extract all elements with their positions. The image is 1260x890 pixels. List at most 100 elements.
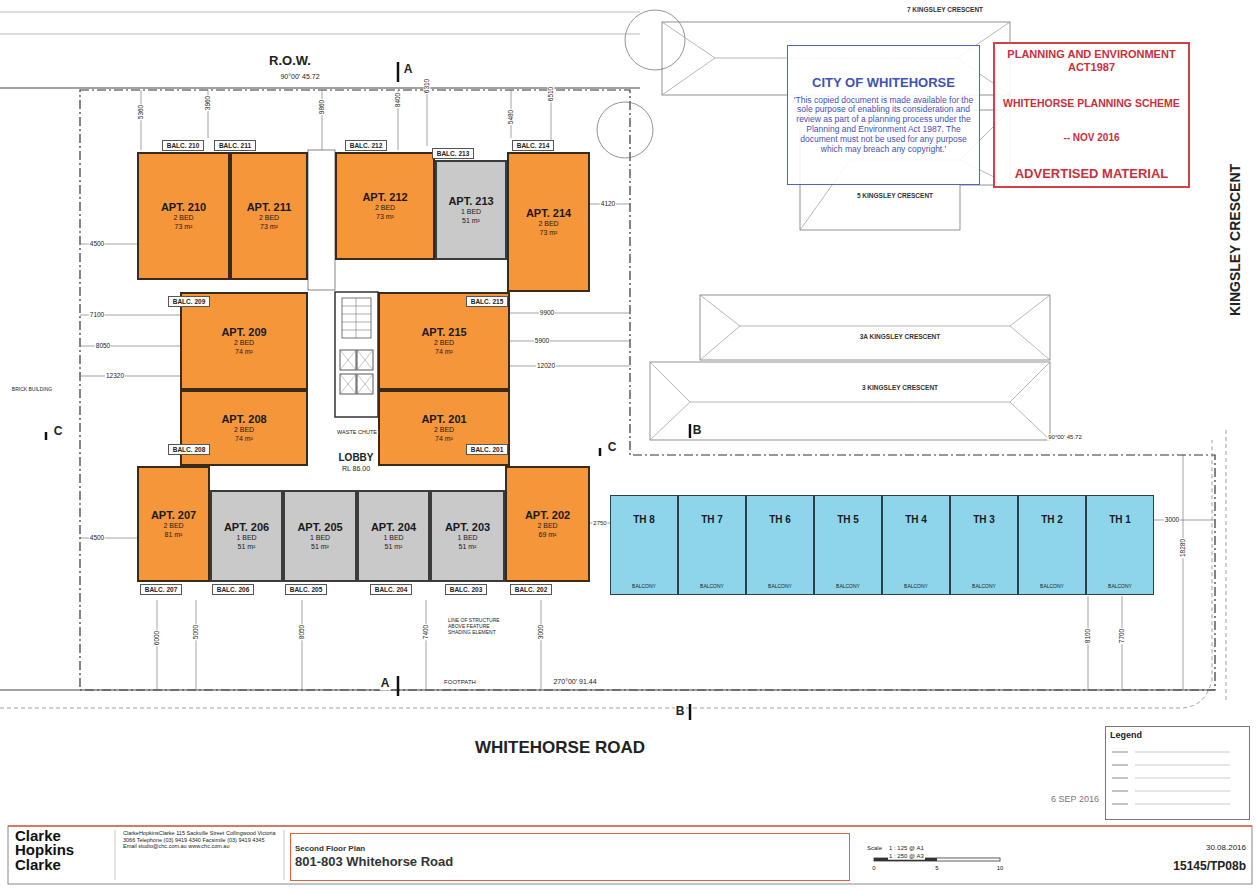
dimension-text: 5480 <box>507 109 514 125</box>
node-text: 2 BED <box>375 204 395 212</box>
title-block-frame <box>8 826 1252 884</box>
node-heading: 7 KINGSLEY CRESCENT <box>907 6 983 13</box>
node-heading: 3A KINGSLEY CRESCENT <box>860 333 941 340</box>
balcony-label: BALCONY <box>904 584 928 590</box>
node-text: 2 BED <box>434 426 454 434</box>
node-heading: BALC. 210 <box>167 142 200 149</box>
drawing-date: 30.08.2016 <box>1205 844 1247 853</box>
node-text: 81 m² <box>165 531 183 539</box>
house-outline <box>650 362 1050 440</box>
node-heading: APT. 207 <box>151 509 196 522</box>
dimension-text: 9900 <box>539 309 555 316</box>
node-text: 3 KINGSLEY CRESCENT <box>862 384 938 391</box>
dimension-text: 8050 <box>298 624 305 640</box>
site-boundary <box>80 90 1215 690</box>
scale-tick: 0 <box>871 865 876 872</box>
node-heading: BALC. 213 <box>437 150 470 157</box>
scale-label: Scale <box>866 845 883 852</box>
apartment: APT. 2022 BED69 m² <box>505 466 590 582</box>
dimension-text: 12320 <box>105 372 125 379</box>
dimension-text: 8100 <box>1084 628 1091 644</box>
core-wall <box>335 292 378 417</box>
balcony-label: BALCONY <box>836 584 860 590</box>
dimension-text: 6000 <box>153 630 160 646</box>
balcony: BALC. 206 <box>212 584 254 595</box>
balcony: BALC. 215 <box>466 296 508 307</box>
tree-symbol <box>597 102 653 158</box>
balcony: BALC. 205 <box>285 584 327 595</box>
node-text: 51 m² <box>311 543 329 551</box>
node-text: 1 BED <box>236 534 256 542</box>
footpath-line <box>0 690 1215 691</box>
level-label: RL 86.00 <box>341 465 371 473</box>
node-heading: BALC. 202 <box>515 586 548 593</box>
dimension-text: 4120 <box>600 200 616 207</box>
node-heading: BALC. 209 <box>173 298 206 305</box>
node-text: 51 m² <box>385 543 403 551</box>
apartment: APT. 2041 BED51 m² <box>357 490 430 582</box>
stair-treads <box>342 298 371 338</box>
apartment: APT. 2131 BED51 m² <box>435 160 507 260</box>
node-text: 74 m² <box>435 348 453 356</box>
dimension-text: 4500 <box>89 240 105 247</box>
node-text: 1 BED <box>310 534 330 542</box>
node-text: WHITEHORSE PLANNING SCHEME <box>1003 97 1180 109</box>
node-text: 1 BED <box>383 534 403 542</box>
row-line <box>0 87 640 88</box>
dimension-text: 9860 <box>318 99 325 115</box>
neighbour-house: 5 KINGSLEY CRESCENT <box>835 192 955 204</box>
node-heading: BALC. 211 <box>219 142 251 149</box>
node-heading: APT. 206 <box>224 521 269 534</box>
balcony-label: BALCONY <box>700 584 724 590</box>
node-heading: BALC. 207 <box>145 586 178 593</box>
section-marker: C <box>53 425 64 438</box>
apartment: APT. 2112 BED73 m² <box>230 152 308 280</box>
node-heading: APT. 213 <box>448 195 493 208</box>
balcony-label: BALCONY <box>768 584 792 590</box>
street-label: R.O.W. <box>268 54 312 68</box>
node-heading: APT. 203 <box>445 521 490 534</box>
scale-tick: 10 <box>996 865 1005 872</box>
node-text: 'This copied document is made available … <box>793 96 974 155</box>
balcony: BALC. 207 <box>140 584 182 595</box>
node-text: 2 BED <box>163 522 183 530</box>
townhouse: TH 8 <box>610 495 678 595</box>
apartment: APT. 2061 BED51 m² <box>210 490 283 582</box>
node-heading: TH 1 <box>1109 514 1131 526</box>
townhouse: TH 3 <box>950 495 1018 595</box>
node-heading: APT. 204 <box>371 521 416 534</box>
neighbour-note: BRICK BUILDING <box>11 387 53 393</box>
lift-cross <box>340 350 373 394</box>
balcony-label: BALCONY <box>972 584 996 590</box>
node-text: 1 BED <box>457 534 477 542</box>
node-heading: TH 6 <box>769 514 791 526</box>
townhouse: TH 6 <box>746 495 814 595</box>
apartment: APT. 2031 BED51 m² <box>430 490 505 582</box>
roof-line <box>650 362 1050 440</box>
node-heading: TH 2 <box>1041 514 1063 526</box>
dimension-text: 18280 <box>1179 538 1186 558</box>
node-text: 2 BED <box>234 339 254 347</box>
node-text: 2 BED <box>173 214 193 222</box>
date-stamp: 6 SEP 2016 <box>1050 795 1100 805</box>
node-text: -- NOV 2016 <box>1063 132 1119 144</box>
node-text: 801-803 Whitehorse Road <box>295 855 453 870</box>
townhouse: TH 7 <box>678 495 746 595</box>
node-heading: BALC. 201 <box>471 446 504 453</box>
townhouse: TH 1 <box>1086 495 1154 595</box>
balcony-label: BALCONY <box>632 584 656 590</box>
dimension-text: 6310 <box>423 78 430 94</box>
node-text: 2 BED <box>234 426 254 434</box>
apartment: APT. 2072 BED81 m² <box>137 466 210 582</box>
node-heading: APT. 211 <box>247 201 292 214</box>
node-text: 51 m² <box>238 543 256 551</box>
section-marker: C <box>607 441 618 454</box>
node-heading: BALC. 206 <box>217 586 250 593</box>
kerb-line <box>0 440 1212 708</box>
lobby-label: LOBBY <box>338 452 375 463</box>
title-block-rule <box>8 825 1252 827</box>
apartment: APT. 2142 BED73 m² <box>507 152 590 292</box>
balcony: BALC. 208 <box>168 444 210 455</box>
node-text: 73 m² <box>540 229 558 237</box>
balcony: BALC. 214 <box>512 140 554 151</box>
